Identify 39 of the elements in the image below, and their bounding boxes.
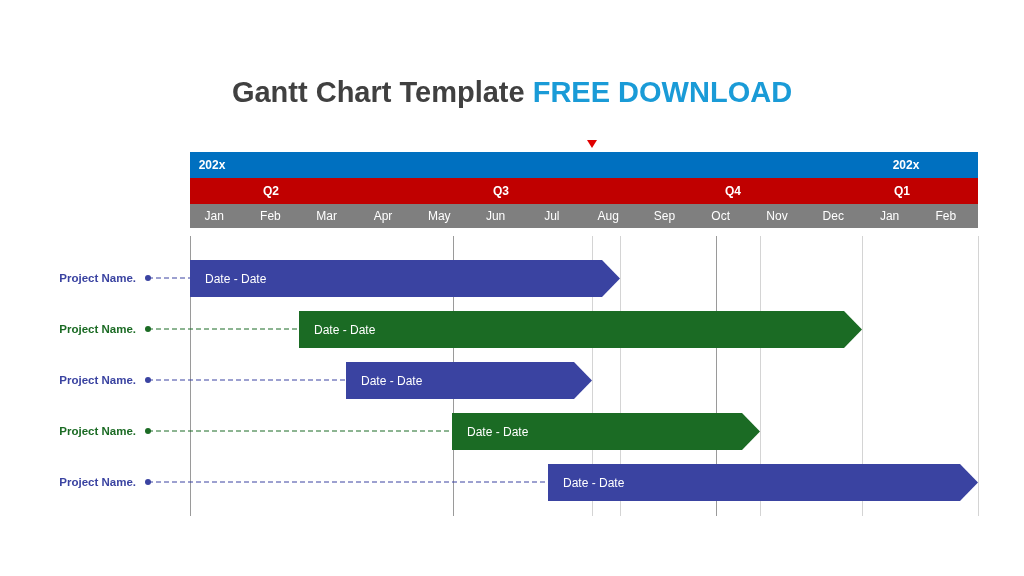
connector-line: [145, 275, 191, 281]
project-name: Project Name.: [59, 476, 136, 488]
task-bar: [452, 413, 760, 450]
date-range: Date - Date: [313, 322, 376, 337]
month-label: Dec: [822, 209, 844, 223]
date-range: Date - Date: [204, 271, 267, 286]
month-label: Jul: [544, 209, 560, 223]
month-label: Mar: [316, 209, 338, 223]
date-range: Date - Date: [360, 373, 423, 388]
month-label: Apr: [373, 209, 393, 223]
quarter-label: Q1: [894, 184, 910, 198]
project-name: Project Name.: [59, 425, 136, 437]
year-label: 202x: [892, 158, 920, 172]
month-label: Sep: [653, 209, 676, 223]
month-label: Nov: [766, 209, 788, 223]
connector-line: [145, 326, 300, 332]
task-bar: [190, 260, 620, 297]
month-label: Jan: [879, 209, 900, 223]
project-name: Project Name.: [59, 272, 136, 284]
project-name: Project Name.: [59, 323, 136, 335]
month-label: Jan: [204, 209, 224, 223]
task-bar: [548, 464, 978, 501]
chart-title: Gantt Chart Template FREE DOWNLOAD: [231, 76, 793, 109]
quarter-label: Q2: [263, 184, 279, 198]
month-label: May: [427, 209, 451, 223]
year-label: 202x: [198, 158, 226, 172]
month-label: Feb: [260, 209, 281, 223]
quarter-label: Q4: [725, 184, 741, 198]
project-name: Project Name.: [59, 374, 136, 386]
month-label: Feb: [935, 209, 957, 223]
connector-line: [145, 377, 347, 383]
month-label: Oct: [711, 209, 731, 223]
month-label: Jun: [485, 209, 506, 223]
month-label: Aug: [597, 209, 619, 223]
task-bar: [346, 362, 592, 399]
task-bar: [299, 311, 862, 348]
quarter-label: Q3: [493, 184, 509, 198]
date-range: Date - Date: [466, 424, 529, 439]
date-range: Date - Date: [562, 475, 625, 490]
